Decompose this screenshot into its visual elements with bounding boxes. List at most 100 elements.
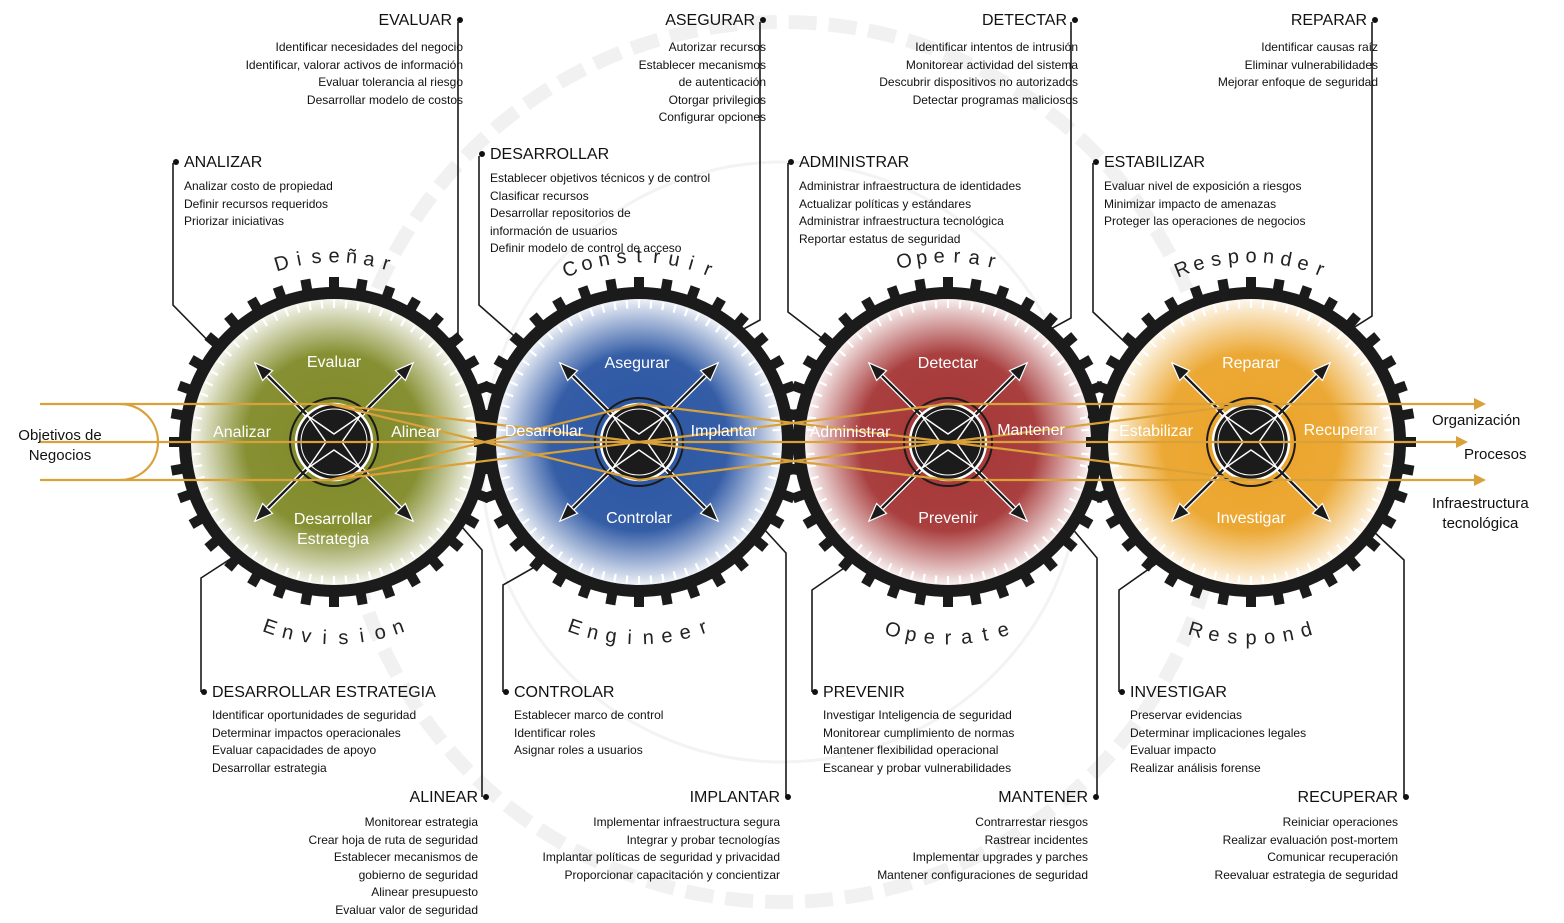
- scale-tick: [934, 300, 938, 309]
- implantar-item: Implantar políticas de seguridad y priva…: [542, 850, 780, 865]
- gear-tooth: [605, 278, 618, 293]
- scale-tick: [1149, 535, 1158, 544]
- scale-tick: [1014, 318, 1020, 327]
- scale-tick: [1063, 508, 1072, 514]
- prevenir-item: Monitorear cumplimiento de normas: [823, 725, 1015, 740]
- scale-tick: [443, 359, 451, 367]
- prevenir-block: PREVENIR Investigar Inteligencia de segu…: [812, 683, 1014, 777]
- scale-tick: [1057, 517, 1065, 525]
- scale-tick: [732, 340, 741, 349]
- gear-tooth: [914, 278, 927, 293]
- administrar-item: Administrar infraestructura de identidad…: [799, 179, 1022, 193]
- scale-tick: [389, 312, 396, 322]
- desarrollar-estrategia-item: Determinar impactos operacionales: [212, 725, 401, 740]
- scale-tick: [344, 300, 348, 309]
- scale-tick: [210, 508, 219, 514]
- desarrollar-block: DESARROLLAR Establecer objetivos técnico…: [479, 145, 710, 258]
- scale-tick: [824, 508, 833, 514]
- arc-label-char: e: [660, 625, 674, 648]
- gear-tooth: [784, 463, 799, 476]
- scale-tick: [193, 416, 203, 420]
- arc-label-char: i: [686, 253, 696, 275]
- scale-tick: [1033, 543, 1041, 552]
- alinear-item: Establecer mecanismos de: [333, 850, 478, 865]
- compass-arrow-head: [867, 361, 888, 382]
- arc-label-char: s: [615, 246, 627, 269]
- implantar-item: Implementar infraestructura segura: [593, 815, 780, 829]
- scale-tick: [764, 486, 773, 492]
- scale-tick: [200, 486, 209, 492]
- wheel-envision-label-bottom: Desarrollar Estrategia: [293, 511, 373, 548]
- scale-tick: [356, 573, 360, 583]
- scale-tick: [454, 497, 464, 504]
- detectar-item: Descubrir dispositivos no autorizados: [879, 75, 1078, 90]
- scale-tick: [768, 404, 777, 409]
- reparar-title: REPARAR: [1290, 12, 1367, 29]
- scale-tick: [831, 359, 839, 367]
- arc-label-char: a: [960, 626, 974, 649]
- alinear-item: gobierno de seguridad: [358, 867, 478, 882]
- scale-tick: [356, 301, 360, 311]
- alinear-block: ALINEAR Monitorear estrategia Crear hoja…: [309, 788, 489, 920]
- alinear-title: ALINEAR: [409, 789, 478, 806]
- scale-tick: [683, 567, 689, 576]
- gear-tooth: [300, 591, 313, 606]
- scale-tick: [1033, 332, 1041, 341]
- scale-tick: [1023, 551, 1031, 559]
- investigar-title: INVESTIGAR: [1130, 684, 1227, 701]
- scale-tick: [1273, 573, 1277, 583]
- scale-tick: [1134, 517, 1142, 525]
- implantar-title: IMPLANTAR: [689, 789, 780, 806]
- scale-tick: [810, 475, 819, 480]
- scale-tick: [1109, 428, 1118, 432]
- arc-label-char: e: [933, 245, 945, 268]
- scale-tick: [876, 557, 882, 566]
- detectar-anchor-dot: [1072, 17, 1078, 23]
- scale-tick: [740, 349, 749, 357]
- compass-arrow-head: [1311, 502, 1332, 523]
- scale-tick: [838, 349, 847, 357]
- gear-tooth: [1400, 463, 1415, 476]
- scale-tick: [1213, 571, 1218, 580]
- wheel-operate-label-right: Mantener: [997, 422, 1065, 439]
- scale-tick: [1121, 380, 1131, 387]
- scale-tick: [463, 475, 472, 480]
- scale-tick: [806, 428, 815, 432]
- desarrollar-estrategia-item: Evaluar capacidades de apoyo: [212, 743, 377, 758]
- scale-tick: [522, 359, 530, 367]
- scale-tick: [577, 312, 584, 322]
- arc-label-char: e: [677, 621, 693, 645]
- scale-tick: [818, 497, 828, 504]
- asegurar-item: de autenticación: [678, 75, 766, 90]
- gear-tooth: [1087, 463, 1102, 476]
- scale-tick: [1344, 340, 1353, 349]
- scale-tick: [308, 301, 312, 311]
- scale-tick: [1121, 497, 1131, 504]
- scale-tick: [1317, 318, 1323, 327]
- arc-label-char: r: [652, 246, 661, 269]
- gear-tooth: [634, 595, 644, 607]
- compass-arrow-head: [394, 502, 415, 523]
- scale-tick: [1336, 332, 1344, 341]
- scale-tick: [772, 452, 781, 456]
- desarrollar-estrategia-anchor-dot: [201, 689, 207, 695]
- scale-tick: [1003, 562, 1010, 572]
- scale-tick: [625, 575, 629, 584]
- scale-tick: [865, 551, 873, 559]
- asegurar-block: ASEGURAR Autorizar recursos Establecer m…: [639, 11, 766, 127]
- scale-tick: [1081, 452, 1090, 456]
- scale-tick: [1295, 567, 1301, 576]
- arc-label-char: t: [636, 245, 642, 267]
- analizar-title: ANALIZAR: [184, 154, 263, 171]
- scale-tick: [1077, 475, 1086, 480]
- gear-tooth: [1272, 591, 1285, 606]
- scale-tick: [1081, 428, 1090, 432]
- scale-tick: [537, 535, 546, 544]
- scale-tick: [344, 575, 348, 584]
- estabilizar-anchor-dot: [1093, 159, 1099, 165]
- scale-tick: [232, 340, 241, 349]
- scale-tick: [1113, 475, 1122, 480]
- mantener-item: Mantener configuraciones de seguridad: [877, 867, 1088, 882]
- scale-tick: [1179, 318, 1185, 327]
